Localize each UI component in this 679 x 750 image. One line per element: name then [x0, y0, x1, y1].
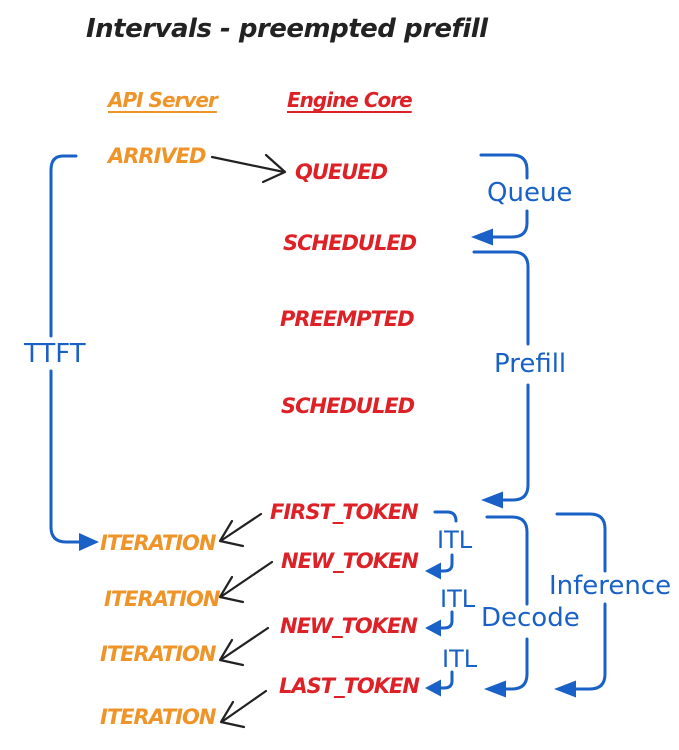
- interval-ttft-label: TTFT: [24, 339, 86, 369]
- inference-bracket: [555, 512, 607, 691]
- event-preempted: PREEMPTED: [280, 307, 415, 331]
- api-server-column-header: API Server: [108, 88, 218, 112]
- interval-itl-label-2: ITL: [440, 585, 476, 613]
- event-first-token: FIRST_TOKEN: [270, 500, 419, 524]
- itl-hook-arrow-2: [425, 610, 454, 637]
- inference-left-arrowhead: [554, 680, 576, 698]
- first-token-to-iteration-arrow: [218, 512, 263, 548]
- queue-bracket: [479, 153, 529, 239]
- interval-prefill-label: Prefill: [494, 349, 567, 379]
- itl-hook-arrow-1: [425, 553, 454, 580]
- last-token-to-iteration-arrow: [219, 689, 268, 729]
- event-iteration-2: ITERATION: [104, 587, 220, 611]
- interval-itl-label-3: ITL: [442, 645, 478, 673]
- queue-left-arrowhead: [471, 228, 493, 246]
- itl-hook-arrow-3: [425, 670, 454, 697]
- arrived-to-queued-arrow: [210, 153, 287, 184]
- event-queued: QUEUED: [295, 160, 388, 184]
- event-iteration-1: ITERATION: [100, 531, 216, 555]
- decode-bracket: [485, 515, 529, 691]
- interval-decode-label: Decode: [481, 603, 580, 633]
- itl-bracket-top: [433, 510, 458, 523]
- new-token-1-to-iteration-arrow: [218, 560, 274, 604]
- engine-core-column-header: Engine Core: [287, 88, 413, 112]
- event-iteration-3: ITERATION: [100, 642, 216, 666]
- ttft-right-arrowhead: [79, 533, 99, 551]
- event-last-token: LAST_TOKEN: [279, 674, 420, 698]
- event-new-token-2: NEW_TOKEN: [280, 614, 418, 638]
- interval-queue-label: Queue: [487, 178, 573, 208]
- interval-itl-label-1: ITL: [437, 526, 473, 554]
- event-arrived: ARRIVED: [108, 144, 206, 168]
- ttft-bracket: [49, 154, 81, 544]
- new-token-2-to-iteration-arrow: [218, 626, 270, 667]
- prefill-left-arrowhead: [481, 491, 503, 509]
- interval-inference-label: Inference: [549, 571, 672, 601]
- event-scheduled-2: SCHEDULED: [281, 394, 415, 418]
- event-scheduled-1: SCHEDULED: [283, 231, 417, 255]
- prefill-bracket: [472, 250, 530, 502]
- decode-left-arrowhead: [484, 680, 506, 698]
- event-new-token-1: NEW_TOKEN: [281, 549, 419, 573]
- diagram-title: Intervals - preempted prefill: [86, 14, 488, 44]
- event-iteration-4: ITERATION: [100, 705, 216, 729]
